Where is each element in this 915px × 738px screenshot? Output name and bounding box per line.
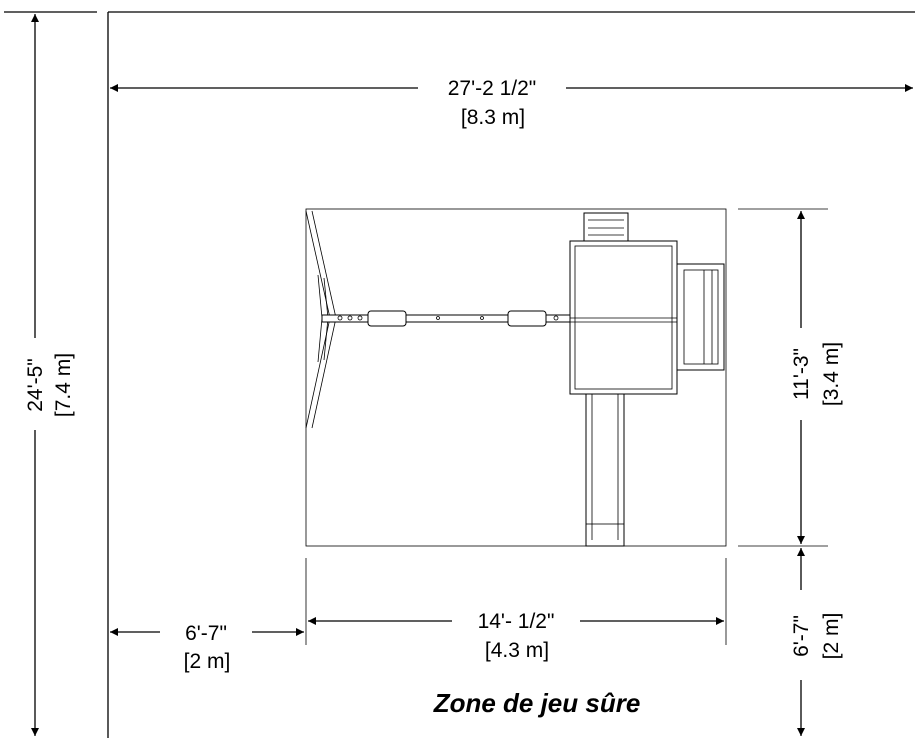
slide (585, 393, 625, 547)
tower-platform (569, 240, 678, 395)
swing-beam (321, 310, 571, 327)
side-ladder (676, 263, 725, 371)
bottom-clearance-imperial: 6'-7" (790, 615, 813, 657)
play-set-footprint (305, 208, 727, 547)
overall-depth-imperial: 24'-5" (24, 358, 47, 412)
diagram-title: Zone de jeu sûre (433, 688, 641, 718)
set-depth-metric: [3.4 m] (820, 342, 843, 406)
set-depth-dimension: 11'-3" [3.4 m] (738, 208, 843, 547)
safe-zone-boundary (4, 11, 915, 738)
set-width-metric: [4.3 m] (485, 639, 549, 662)
overall-width-dimension: 27'-2 1/2" [8.3 m] (110, 77, 913, 129)
play-set-top-view (305, 210, 725, 547)
set-width-imperial: 14'- 1/2" (478, 610, 555, 633)
bottom-clearance-dimension: 6'-7" [2 m] (790, 548, 843, 736)
overall-depth-metric: [7.4 m] (52, 353, 75, 417)
bottom-clearance-metric: [2 m] (820, 613, 843, 660)
set-width-dimension: 14'- 1/2" [4.3 m] (308, 610, 724, 662)
rear-ladder (583, 212, 629, 242)
left-clearance-metric: [2 m] (184, 650, 231, 673)
overall-depth-dimension: 24'-5" [7.4 m] (24, 14, 75, 736)
extension-lines (305, 558, 727, 645)
overall-width-imperial: 27'-2 1/2" (448, 77, 537, 100)
left-clearance-imperial: 6'-7" (185, 622, 227, 645)
set-depth-imperial: 11'-3" (790, 348, 813, 400)
left-clearance-dimension: 6'-7" [2 m] (110, 622, 304, 673)
overall-width-metric: [8.3 m] (461, 106, 525, 129)
